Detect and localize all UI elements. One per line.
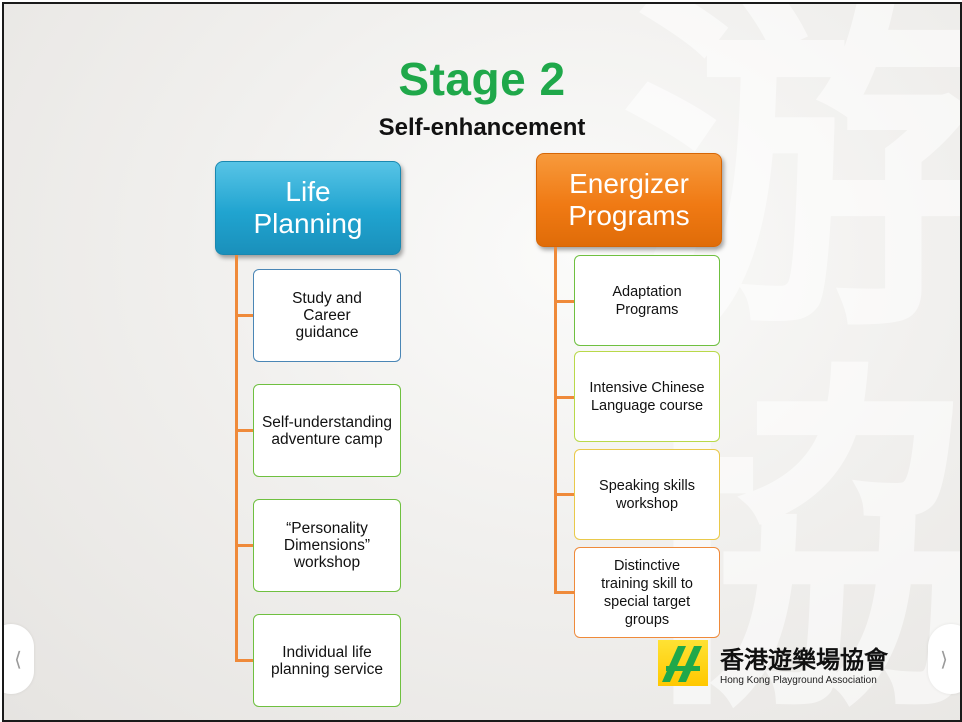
energizer-item: Distinctive training skill to special ta… xyxy=(574,547,720,638)
life-planning-item: Self-understanding adventure camp xyxy=(253,384,401,477)
right-connector-branch xyxy=(554,396,574,399)
life-planning-item-label: “Personality Dimensions” workshop xyxy=(283,520,371,571)
life-planning-header-label: Life Planning xyxy=(253,176,363,239)
left-connector-trunk xyxy=(235,255,238,661)
left-connector-branch xyxy=(235,429,253,432)
right-connector-branch xyxy=(554,591,574,594)
right-connector-branch xyxy=(554,300,574,303)
right-connector-trunk xyxy=(554,247,557,593)
chevron-left-icon: ⟨ xyxy=(14,648,22,671)
logo-chinese-name: 香港遊樂場協會 xyxy=(720,646,888,674)
life-planning-item: Individual life planning service xyxy=(253,614,401,707)
left-connector-branch xyxy=(235,314,253,317)
right-connector-branch xyxy=(554,493,574,496)
previous-slide-button[interactable]: ⟨ xyxy=(4,624,34,694)
energizer-item: Adaptation Programs xyxy=(574,255,720,346)
energizer-item-label: Intensive Chinese Language course xyxy=(589,379,705,414)
logo-english-name: Hong Kong Playground Association xyxy=(720,675,877,686)
life-planning-header: Life Planning xyxy=(215,161,401,255)
energizer-item: Intensive Chinese Language course xyxy=(574,351,720,442)
chevron-right-icon: ⟩ xyxy=(940,648,948,671)
energizer-item-label: Distinctive training skill to special ta… xyxy=(601,557,693,628)
energizer-programs-header: Energizer Programs xyxy=(536,153,722,247)
association-logo: 香港遊樂場協會 Hong Kong Playground Association xyxy=(658,640,908,696)
life-planning-item: “Personality Dimensions” workshop xyxy=(253,499,401,592)
energizer-item-label: Adaptation Programs xyxy=(612,283,682,318)
next-slide-button[interactable]: ⟩ xyxy=(928,624,960,694)
energizer-programs-header-label: Energizer Programs xyxy=(568,168,690,231)
left-connector-branch xyxy=(235,659,253,662)
slide-subtitle: Self-enhancement xyxy=(378,114,586,141)
logo-mark-icon xyxy=(658,640,708,686)
slide-title: Stage 2 xyxy=(398,53,566,105)
life-planning-item-label: Study and Career guidance xyxy=(292,290,362,341)
energizer-item: Speaking skills workshop xyxy=(574,449,720,540)
life-planning-item-label: Individual life planning service xyxy=(270,643,383,678)
life-planning-item-label: Self-understanding adventure camp xyxy=(261,413,393,448)
life-planning-item: Study and Career guidance xyxy=(253,269,401,362)
left-connector-branch xyxy=(235,544,253,547)
energizer-item-label: Speaking skills workshop xyxy=(599,477,695,512)
